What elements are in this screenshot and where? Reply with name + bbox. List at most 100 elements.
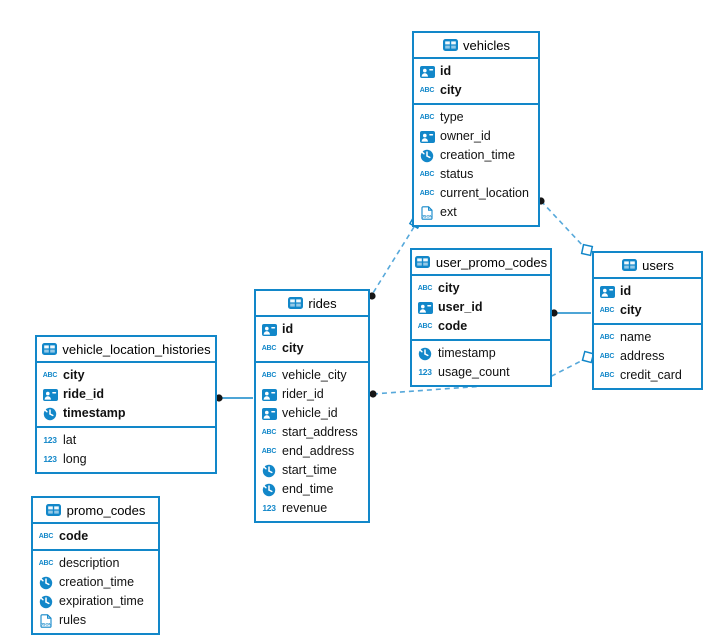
number-123-icon: 123 — [43, 435, 57, 446]
table-title: vehicle_location_histories — [62, 341, 211, 357]
column-name: credit_card — [620, 368, 682, 383]
column-name: city — [438, 281, 460, 296]
relationship-user_promo_codes-users[interactable] — [550, 309, 591, 317]
column-name: current_location — [440, 186, 529, 201]
table-header[interactable]: vehicles — [414, 33, 538, 59]
column-id[interactable]: id — [414, 62, 538, 81]
column-user_id[interactable]: user_id — [412, 298, 550, 317]
relationship-dot-endpoint — [550, 309, 558, 317]
column-name: id — [282, 322, 294, 337]
relationship-vehicles-users[interactable] — [537, 197, 594, 257]
column-lat[interactable]: 123 lat — [37, 431, 215, 450]
column-start_time[interactable]: start_time — [256, 461, 368, 480]
table-header[interactable]: rides — [256, 291, 368, 317]
column-rider_id[interactable]: rider_id — [256, 385, 368, 404]
table-icon — [41, 343, 57, 355]
column-current_location[interactable]: ABC current_location — [414, 184, 538, 203]
column-rules[interactable]: JSON rules — [33, 611, 158, 630]
clock-icon — [261, 483, 277, 497]
relationship-dot-endpoint — [215, 394, 223, 402]
id-badge-icon — [261, 388, 277, 401]
table-icon — [442, 39, 458, 51]
column-id[interactable]: id — [594, 282, 701, 301]
relationship-rides-users[interactable] — [369, 350, 595, 398]
column-vehicle_id[interactable]: vehicle_id — [256, 404, 368, 423]
column-creation_time[interactable]: creation_time — [414, 146, 538, 165]
abc-string-icon: ABC — [42, 372, 58, 379]
column-name: start_time — [282, 463, 337, 478]
column-end_time[interactable]: end_time — [256, 480, 368, 499]
column-city[interactable]: ABC city — [256, 339, 368, 358]
column-name: vehicle_id — [282, 406, 338, 421]
column-name[interactable]: ABC name — [594, 328, 701, 347]
column-owner_id[interactable]: owner_id — [414, 127, 538, 146]
column-name: name — [620, 330, 652, 345]
abc-string-icon: ABC — [417, 323, 433, 330]
column-name: end_address — [282, 444, 355, 459]
relationship-line[interactable] — [372, 359, 584, 395]
id-badge-icon — [261, 323, 277, 336]
table-header[interactable]: vehicle_location_histories — [37, 337, 215, 363]
column-timestamp[interactable]: timestamp — [412, 344, 550, 363]
column-name: code — [59, 529, 89, 544]
column-creation_time[interactable]: creation_time — [33, 573, 158, 592]
column-name: ride_id — [63, 387, 104, 402]
column-expiration_time[interactable]: expiration_time — [33, 592, 158, 611]
column-name: city — [282, 341, 304, 356]
column-name: timestamp — [63, 406, 126, 421]
number-123-icon: 123 — [262, 503, 276, 514]
column-name: creation_time — [59, 575, 135, 590]
table-header[interactable]: users — [594, 253, 701, 279]
column-credit_card[interactable]: ABC credit_card — [594, 366, 701, 385]
column-name: revenue — [282, 501, 328, 516]
relationship-line[interactable] — [540, 200, 585, 248]
column-name: city — [620, 303, 642, 318]
abc-string-icon: ABC — [261, 345, 277, 352]
relationship-line[interactable] — [372, 226, 415, 294]
table-header[interactable]: promo_codes — [33, 498, 158, 524]
abc-string-icon: ABC — [419, 114, 435, 121]
svg-text:JSON: JSON — [41, 621, 52, 626]
column-revenue[interactable]: 123 revenue — [256, 499, 368, 518]
relationship-vehicle_location_histories-rides[interactable] — [215, 394, 253, 402]
column-timestamp[interactable]: timestamp — [37, 404, 215, 423]
table-header[interactable]: user_promo_codes — [412, 250, 550, 276]
column-name: lat — [63, 433, 77, 448]
column-name: rules — [59, 613, 87, 628]
abc-string-icon: ABC — [599, 334, 615, 341]
column-name: start_address — [282, 425, 358, 440]
column-ride_id[interactable]: ride_id — [37, 385, 215, 404]
column-id[interactable]: id — [256, 320, 368, 339]
abc-string-icon: ABC — [419, 190, 435, 197]
abc-string-icon: ABC — [599, 372, 615, 379]
